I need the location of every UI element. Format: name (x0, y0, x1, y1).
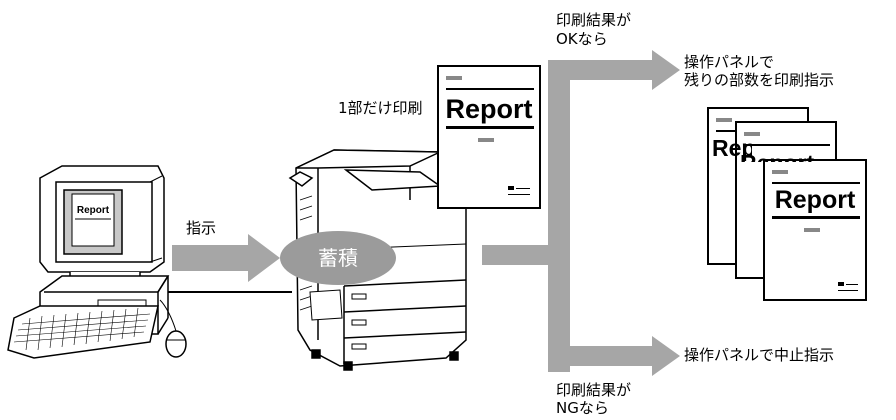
monitor-report-title: Report (76, 205, 110, 216)
report-stack (707, 107, 867, 301)
ng-condition-line1: 印刷結果が (556, 381, 632, 399)
printer-output-bar (482, 245, 566, 265)
ok-condition-line1: 印刷結果が (556, 11, 632, 29)
flow-arrows (172, 50, 680, 376)
print-remaining-line2: 残りの部数を印刷指示 (684, 71, 835, 89)
ng-condition-line2: NGなら (556, 399, 609, 417)
print-remaining-line1: 操作パネルで (684, 53, 775, 71)
stop-instruction-label: 操作パネルで中止指示 (684, 346, 835, 364)
single-report-document (437, 65, 541, 209)
ok-condition-line2: OKなら (556, 30, 608, 48)
stack-middle-report-title: Report (740, 150, 832, 162)
single-report-title: Report (445, 94, 533, 124)
storage-ellipse (280, 231, 396, 285)
keyboard (7, 305, 159, 359)
print-one-copy-label: 1部だけ印刷 (338, 99, 423, 117)
stack-report-front (763, 159, 867, 301)
storage-label: 蓄積 (318, 246, 358, 270)
stack-back-report-title: Report (712, 135, 752, 161)
ok-branch-arrow (548, 50, 680, 90)
stack-front-report-title: Report (774, 186, 856, 214)
mouse (165, 330, 187, 358)
computer-illustration (7, 165, 187, 359)
instruct-arrow (172, 234, 280, 282)
instruct-label: 指示 (186, 219, 217, 237)
branch-trunk (548, 66, 570, 372)
ng-branch-arrow (548, 336, 680, 376)
